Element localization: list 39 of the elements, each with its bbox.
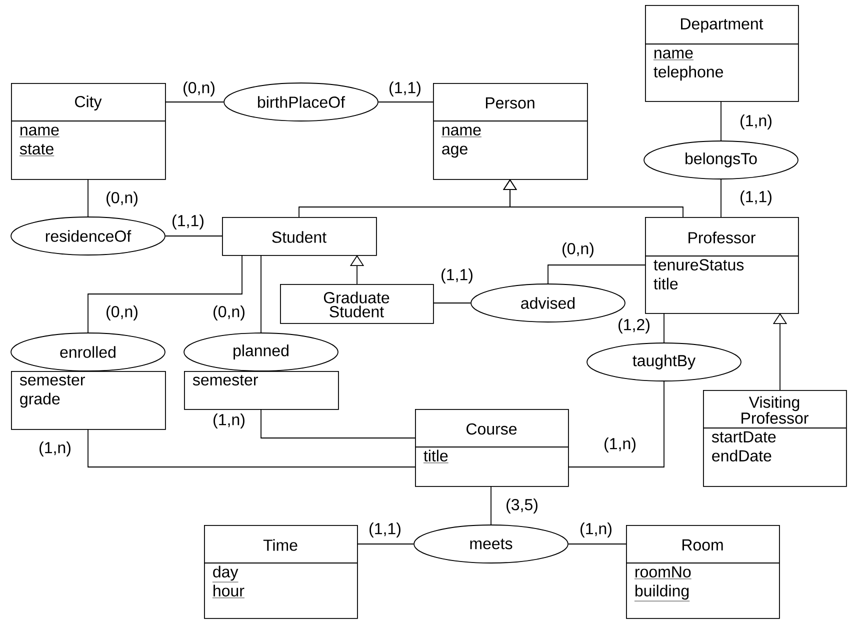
entity-box: Student bbox=[222, 217, 377, 256]
attribute-box: semester grade bbox=[11, 371, 166, 430]
connector bbox=[568, 381, 664, 468]
cardinality-label: (1,n) bbox=[580, 522, 612, 538]
cardinality-label: (1,1) bbox=[740, 190, 772, 206]
connector bbox=[260, 408, 416, 438]
cardinality-label: (0,n) bbox=[106, 192, 138, 206]
connector bbox=[260, 254, 262, 333]
cardinality-label: (1,n) bbox=[40, 442, 70, 456]
cardinality-label: (0,n) bbox=[562, 242, 594, 258]
entity-box: Professor tenureStatus title bbox=[644, 217, 799, 314]
cardinality-label: (3,5) bbox=[506, 498, 538, 514]
connector bbox=[88, 428, 416, 468]
connector bbox=[720, 179, 722, 218]
attribute-box: semester bbox=[184, 371, 339, 410]
entity-box: Graduate Student bbox=[280, 284, 434, 324]
connector bbox=[720, 100, 722, 141]
entity-box: Person name age bbox=[432, 83, 588, 180]
entity-box: Course title bbox=[414, 409, 569, 487]
cardinality-label: (1,1) bbox=[442, 268, 472, 284]
cardinality-label: (0,n) bbox=[106, 306, 138, 320]
connector bbox=[432, 302, 471, 304]
connector bbox=[502, 179, 684, 218]
entity-box: Department name telephone bbox=[644, 5, 799, 102]
entity-box: Time day hour bbox=[204, 525, 358, 619]
cardinality-label: (1,1) bbox=[172, 214, 204, 230]
cardinality-label: (1,n) bbox=[214, 414, 244, 428]
entity-box: City name state bbox=[10, 83, 166, 180]
cardinality-label: (1,n) bbox=[740, 114, 772, 130]
cardinality-label: (1,1) bbox=[390, 82, 420, 96]
cardinality-label: (0,n) bbox=[214, 306, 244, 320]
entity-box: Room roomNo building bbox=[626, 525, 780, 619]
connector bbox=[548, 264, 646, 284]
cardinality-label: (0,n) bbox=[184, 82, 214, 96]
cardinality-label: (1,1) bbox=[370, 522, 400, 538]
connector bbox=[88, 254, 242, 333]
entity-box: Visiting Professor startDate endDate bbox=[702, 390, 847, 487]
cardinality-label: (1,n) bbox=[604, 438, 636, 452]
connector bbox=[490, 486, 492, 525]
